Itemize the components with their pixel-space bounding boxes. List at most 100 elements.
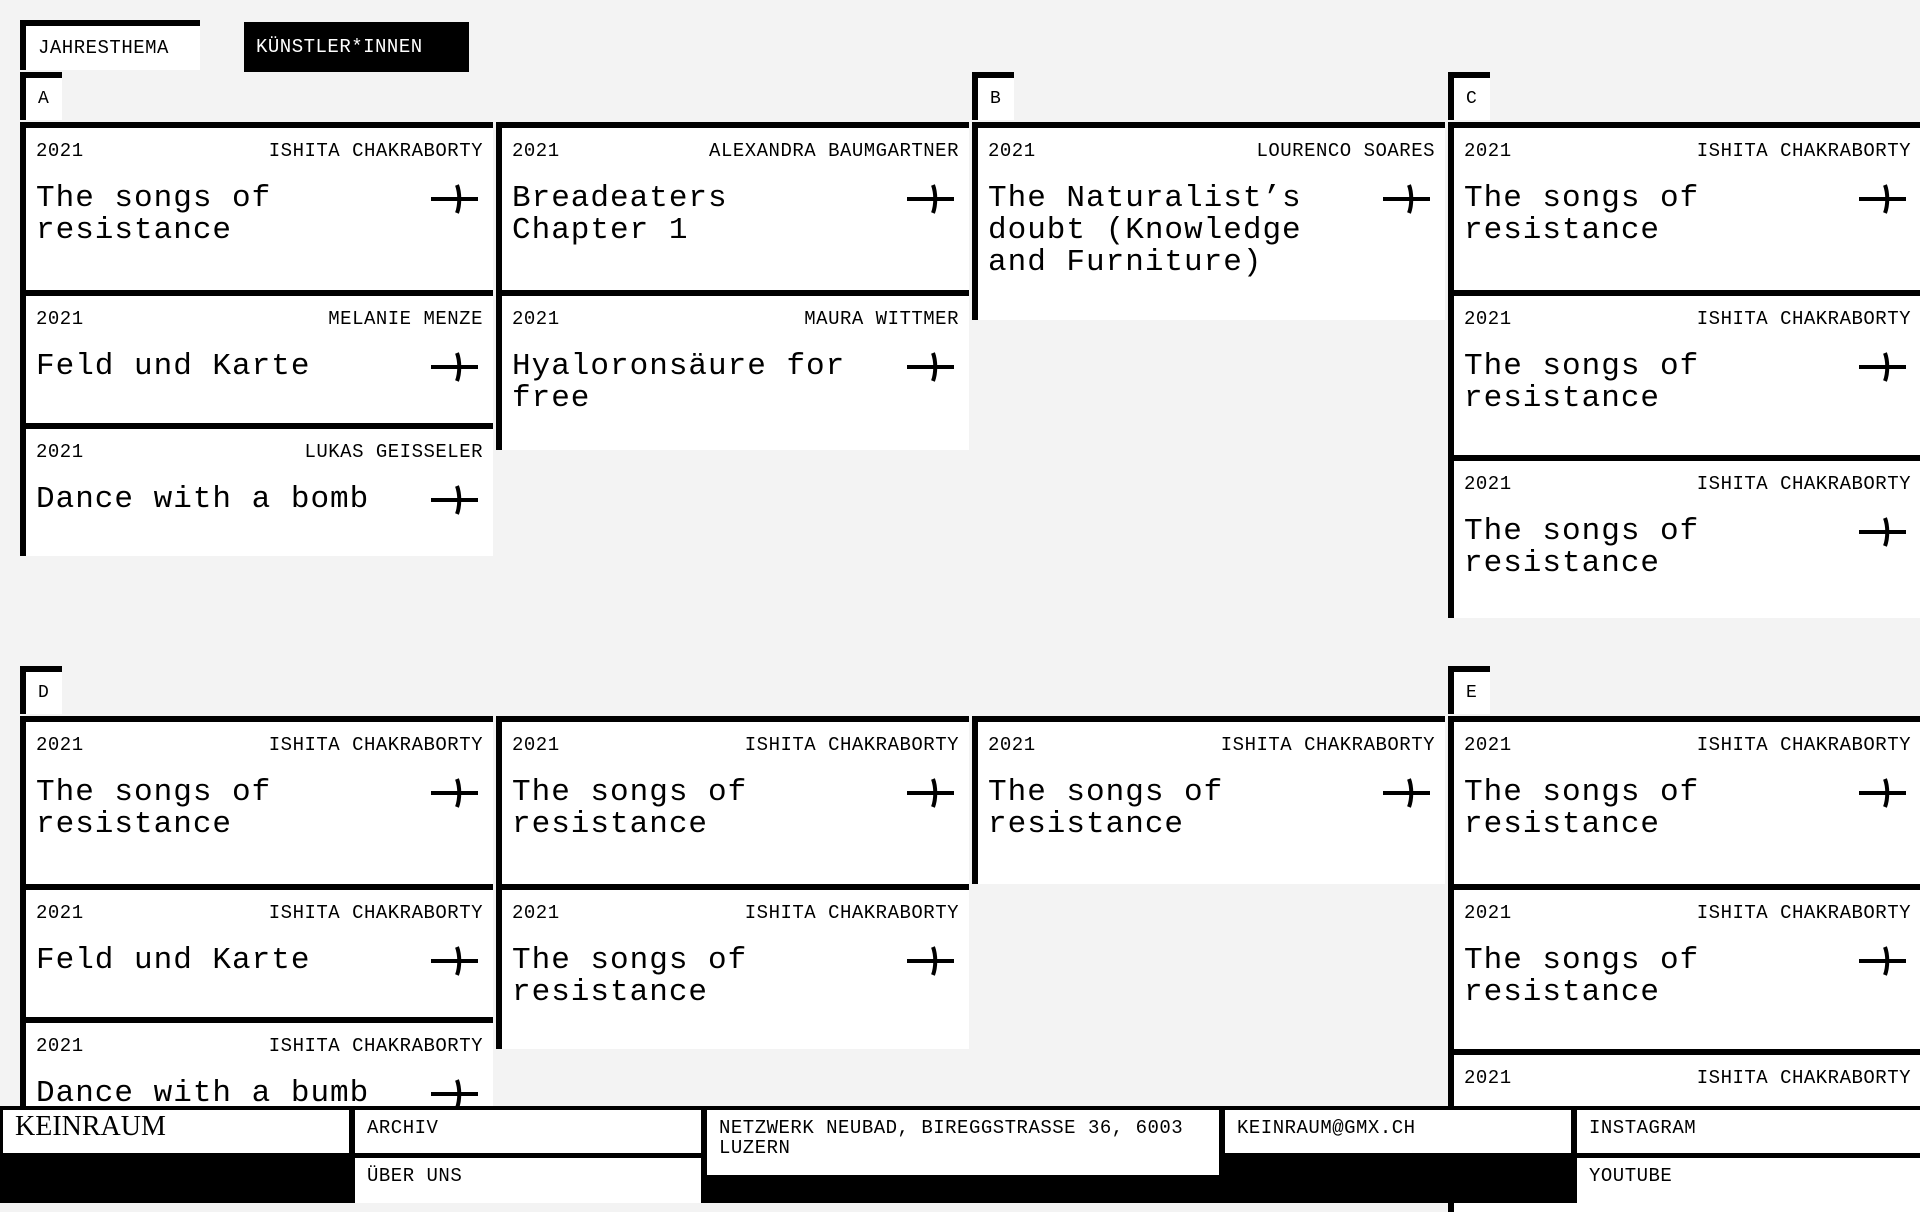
artist-column: 2021 ISHITA CHAKRABORTY The songs of resis… bbox=[1448, 122, 1920, 618]
tab-jahresthema[interactable]: JAHRESTHEMA bbox=[20, 20, 200, 70]
arrow-right-icon[interactable] bbox=[429, 483, 483, 517]
footer-link-instagram-label: INSTAGRAM bbox=[1589, 1117, 1697, 1139]
card-artist: ISHITA CHAKRABORTY bbox=[268, 1035, 483, 1057]
arrow-right-icon[interactable] bbox=[1857, 182, 1911, 216]
card-year: 2021 bbox=[36, 1035, 84, 1057]
footer-link-instagram[interactable]: INSTAGRAM bbox=[1577, 1110, 1920, 1153]
card-year: 2021 bbox=[1464, 308, 1512, 330]
card-year: 2021 bbox=[36, 734, 84, 756]
arrow-right-icon[interactable] bbox=[1857, 776, 1911, 810]
card-artist: LUKAS GEISSELER bbox=[304, 441, 483, 463]
card-title: The Naturalist’s doubt (Knowledge and Fu… bbox=[988, 181, 1302, 280]
card-meta: 2021 ISHITA CHAKRABORTY bbox=[1464, 308, 1911, 330]
artist-card[interactable]: 2021 ISHITA CHAKRABORTY The songs of resis… bbox=[20, 716, 493, 884]
tab-kuenstlerinnen[interactable]: KÜNSTLER*INNEN bbox=[244, 22, 469, 72]
card-year: 2021 bbox=[1464, 473, 1512, 495]
artist-card[interactable]: 2021 ISHITA CHAKRABORTY The songs of resis… bbox=[1448, 290, 1920, 455]
card-artist: ISHITA CHAKRABORTY bbox=[1696, 140, 1911, 162]
card-body: The songs of resistance bbox=[512, 945, 959, 1009]
footer-logo-text: KEINRAUM bbox=[15, 1111, 166, 1142]
section-letter-e: E bbox=[1448, 666, 1490, 714]
card-artist: LOURENCO SOARES bbox=[1256, 140, 1435, 162]
card-body: The songs of resistance bbox=[1464, 351, 1911, 415]
arrow-right-icon[interactable] bbox=[905, 182, 959, 216]
footer-link-ueber-uns[interactable]: ÜBER UNS bbox=[355, 1158, 701, 1203]
card-year: 2021 bbox=[512, 902, 560, 924]
card-body: Feld und Karte bbox=[36, 351, 483, 384]
card-artist: ISHITA CHAKRABORTY bbox=[268, 734, 483, 756]
card-title: The songs of resistance bbox=[36, 181, 272, 248]
card-year: 2021 bbox=[36, 140, 84, 162]
card-title: The songs of resistance bbox=[512, 775, 748, 842]
footer-email-text: KEINRAUM@GMX.CH bbox=[1237, 1117, 1416, 1139]
arrow-right-icon[interactable] bbox=[1857, 944, 1911, 978]
footer-logo[interactable]: KEINRAUM bbox=[3, 1110, 349, 1153]
arrow-right-icon[interactable] bbox=[429, 182, 483, 216]
card-artist: ISHITA CHAKRABORTY bbox=[744, 902, 959, 924]
card-year: 2021 bbox=[1464, 1067, 1512, 1089]
card-artist: ISHITA CHAKRABORTY bbox=[1696, 902, 1911, 924]
card-artist: ISHITA CHAKRABORTY bbox=[268, 902, 483, 924]
arrow-right-icon[interactable] bbox=[1381, 776, 1435, 810]
card-artist: ISHITA CHAKRABORTY bbox=[1696, 1067, 1911, 1089]
arrow-right-icon[interactable] bbox=[905, 350, 959, 384]
artist-card[interactable]: 2021 ISHITA CHAKRABORTY The songs of resis… bbox=[20, 122, 493, 290]
card-title: The songs of resistance bbox=[36, 775, 272, 842]
card-meta: 2021 ISHITA CHAKRABORTY bbox=[36, 140, 483, 162]
section-letter-d: D bbox=[20, 666, 62, 714]
footer-address-text: NETZWERK NEUBAD, BIREGGSTRASSE 36, 6003 … bbox=[719, 1117, 1184, 1159]
footer-email-link[interactable]: KEINRAUM@GMX.CH bbox=[1225, 1110, 1571, 1153]
card-title: The songs of resistance bbox=[1464, 181, 1700, 248]
arrow-right-icon[interactable] bbox=[429, 944, 483, 978]
card-title: Dance with a bumb bbox=[36, 1076, 370, 1111]
card-title: Breadeaters Chapter 1 bbox=[512, 181, 728, 248]
card-artist: ISHITA CHAKRABORTY bbox=[744, 734, 959, 756]
footer-link-youtube-label: YOUTUBE bbox=[1589, 1165, 1673, 1187]
card-artist: ISHITA CHAKRABORTY bbox=[1696, 308, 1911, 330]
card-title: Hyaloronsäure for free bbox=[512, 349, 846, 416]
arrow-right-icon[interactable] bbox=[429, 776, 483, 810]
arrow-right-icon[interactable] bbox=[1381, 182, 1435, 216]
arrow-right-icon[interactable] bbox=[905, 944, 959, 978]
card-title: Feld und Karte bbox=[36, 349, 311, 384]
arrow-right-icon[interactable] bbox=[1857, 515, 1911, 549]
card-year: 2021 bbox=[36, 308, 84, 330]
footer-link-youtube[interactable]: YOUTUBE bbox=[1577, 1158, 1920, 1203]
footer-address: NETZWERK NEUBAD, BIREGGSTRASSE 36, 6003 … bbox=[707, 1110, 1219, 1175]
card-artist: ISHITA CHAKRABORTY bbox=[1220, 734, 1435, 756]
card-year: 2021 bbox=[1464, 902, 1512, 924]
arrow-right-icon[interactable] bbox=[1857, 350, 1911, 384]
card-body: Dance with a bumb bbox=[36, 1078, 483, 1111]
card-title: Dance with a bomb bbox=[36, 482, 370, 517]
arrow-right-icon[interactable] bbox=[429, 1077, 483, 1111]
card-artist: ALEXANDRA BAUMGARTNER bbox=[709, 140, 959, 162]
section-letter-b: B bbox=[972, 72, 1014, 120]
footer-link-archiv[interactable]: ARCHIV bbox=[355, 1110, 701, 1153]
artist-card[interactable]: 2021 ISHITA CHAKRABORTY The songs of resis… bbox=[496, 884, 969, 1049]
arrow-right-icon[interactable] bbox=[905, 776, 959, 810]
card-artist: ISHITA CHAKRABORTY bbox=[268, 140, 483, 162]
card-body: Hyaloronsäure for free bbox=[512, 351, 959, 415]
card-body: The songs of resistance bbox=[1464, 777, 1911, 841]
arrow-right-icon[interactable] bbox=[429, 350, 483, 384]
